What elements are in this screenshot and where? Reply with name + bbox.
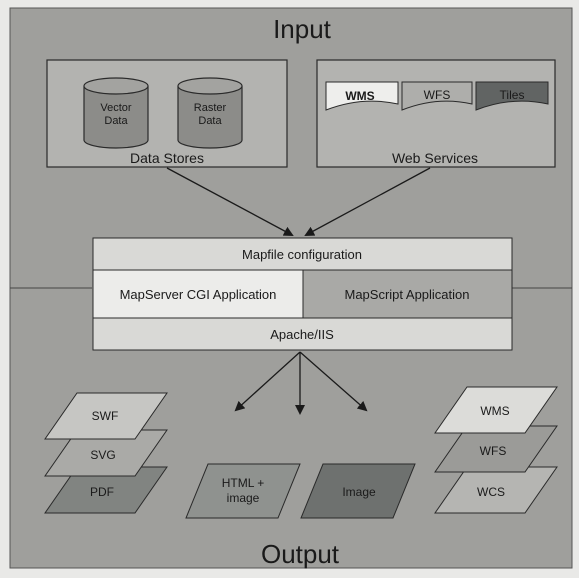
web-services-panel: WMS WFS Tiles Web Services [316,59,556,168]
apache-iis-label: Apache/IIS [270,327,334,342]
data-stores-caption: Data Stores [130,150,204,166]
image-output [300,463,416,519]
arrow-to-image [299,351,368,412]
html-image-label-line1: HTML + [222,476,265,490]
arrow-web-services-to-server [304,167,431,236]
wcs-label: WCS [477,485,505,499]
mapscript-application-label: MapScript Application [344,287,469,302]
format-layers-stack: PDF SVG SWF [44,392,168,514]
svg-label: SVG [90,448,115,462]
tiles-input-shape [475,81,549,111]
mapfile-config-bar [92,237,513,271]
wfs-output-label: WFS [480,444,507,458]
web-services-caption: Web Services [392,150,478,166]
vector-data-label-line1: Vector [100,102,132,114]
arrow-data-stores-to-server [166,167,294,236]
wms-output-label: WMS [480,404,509,418]
swf-layer [44,392,168,440]
wms-input-label: WMS [345,89,374,103]
cgi-application-label: MapServer CGI Application [120,287,277,302]
input-title: Input [273,14,332,44]
wms-layer [434,386,558,434]
service-layers-stack: WCS WFS WMS [434,386,558,514]
apache-iis-bar [92,317,513,351]
vector-data-cylinder-icon [83,77,149,149]
html-image-output [185,463,301,519]
arrow-to-html-image [234,351,301,412]
cgi-application-box [92,269,304,319]
swf-label: SWF [92,409,119,423]
tiles-input-label: Tiles [500,88,525,102]
html-image-label-line2: image [227,491,260,505]
wms-input-shape [325,81,399,111]
output-title: Output [261,539,340,569]
raster-data-cylinder-icon [177,77,243,149]
mapserver-stack: Mapfile configuration MapServer CGI Appl… [92,237,513,351]
mapscript-application-box [302,269,513,319]
wfs-input-shape [401,81,473,111]
mapfile-config-label: Mapfile configuration [242,247,362,262]
image-output-label: Image [342,485,376,499]
vector-data-label-line2: Data [104,115,128,127]
raster-data-label-line1: Raster [194,102,227,114]
data-stores-panel: Vector Data Raster Data Data Stores [46,59,288,168]
wfs-input-label: WFS [424,88,451,102]
pdf-label: PDF [90,485,114,499]
raster-data-label-line2: Data [198,115,222,127]
